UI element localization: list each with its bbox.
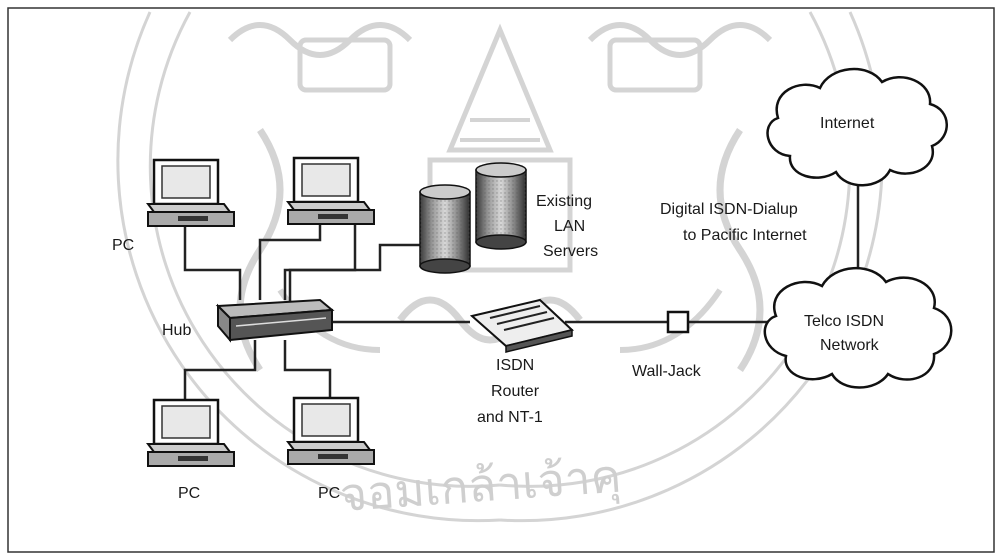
pc-bottom-right-icon	[286, 396, 375, 465]
servers-icon	[419, 162, 527, 274]
servers-label-line1: Existing	[536, 193, 592, 210]
isdn-router-icon	[469, 298, 575, 353]
network-wires	[183, 180, 860, 400]
diagram-frame	[7, 7, 995, 553]
telco-label-line1: Telco ISDN	[804, 313, 884, 330]
router-label-line2: Router	[491, 383, 540, 400]
watermark-seal	[116, 11, 884, 523]
hub-icon	[215, 298, 335, 343]
pc-top-left-icon	[146, 158, 235, 227]
pc-bottom-left-label: PC	[178, 485, 200, 502]
watermark-text: จอมเกล้าเจ้าคุ	[338, 449, 623, 525]
hub-label: Hub	[162, 322, 191, 339]
router-label-line3: and NT-1	[477, 409, 543, 426]
pc-top-left-label: PC	[112, 237, 134, 254]
internet-cloud-icon	[766, 67, 948, 187]
dialup-label-line1: Digital ISDN-Dialup	[660, 201, 798, 218]
pc-bottom-right-label: PC	[318, 485, 340, 502]
servers-label-line2: LAN	[554, 218, 585, 235]
wall-jack-label: Wall-Jack	[632, 363, 702, 380]
telco-cloud-icon	[763, 267, 953, 389]
router-label-line1: ISDN	[496, 357, 534, 374]
pc-top-right-icon	[286, 156, 375, 225]
telco-label-line2: Network	[820, 337, 880, 354]
wall-jack-icon	[666, 310, 690, 334]
pc-bottom-left-icon	[146, 398, 235, 467]
internet-label: Internet	[820, 115, 875, 132]
servers-label-line3: Servers	[543, 243, 598, 260]
dialup-label-line2: to Pacific Internet	[683, 227, 807, 244]
